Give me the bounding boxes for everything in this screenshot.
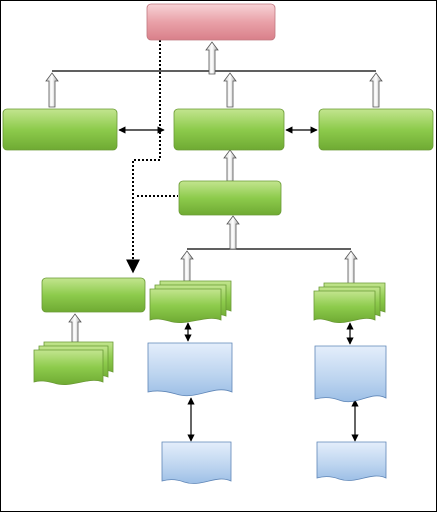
node-mid [178,180,282,216]
stack-left [33,341,114,385]
stack-right [313,282,386,323]
node-top [146,3,276,41]
hollow-arrows [45,41,383,343]
doc-right-2 [316,441,387,481]
doc-center-2 [161,441,232,484]
up-arrow-top [205,41,219,75]
stack-center [149,280,232,323]
node-left [2,108,118,151]
dotted-connectors [126,40,178,274]
dotted-top-to-far-left [126,40,161,274]
up-arrow-mid [223,149,237,182]
node-right [318,108,434,151]
node-far-left [41,277,146,313]
doc-center-1 [147,342,233,397]
up-arrow-stack-center [180,250,194,282]
up-arrow-stack-left [68,313,82,343]
up-arrow-stack-right [344,250,358,285]
up-arrow-left [45,72,59,108]
up-arrow-bus [226,215,240,250]
node-center [173,108,285,151]
up-arrow-center [223,72,237,108]
doc-right-1 [314,345,387,402]
up-arrow-right [369,72,383,108]
